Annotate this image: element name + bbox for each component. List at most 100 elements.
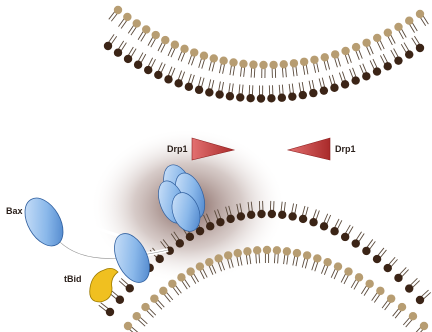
- lipid-headgroup: [373, 67, 381, 75]
- drp1-left-label: Drp1: [167, 144, 188, 154]
- lipid-headgroup: [387, 294, 395, 302]
- lipid-headgroup: [257, 210, 265, 218]
- lipid-headgroup: [330, 227, 338, 235]
- lipid-headgroup: [290, 59, 298, 67]
- lipid-headgroup: [321, 53, 329, 61]
- lipid-headgroup: [104, 42, 112, 50]
- lipid-headgroup: [224, 251, 232, 259]
- lipid-headgroup: [246, 94, 254, 102]
- lipid-headgroup: [164, 75, 172, 83]
- lipid-headgroup: [309, 89, 317, 97]
- lipid-headgroup: [144, 66, 152, 74]
- lipid-headgroup: [269, 61, 277, 69]
- lipid-headgroup: [365, 280, 373, 288]
- lipid-headgroup: [405, 50, 413, 58]
- lipid-headgroup: [226, 215, 234, 223]
- lipid-headgroup: [114, 6, 122, 14]
- lipid-headgroup: [237, 212, 245, 220]
- lipid-headgroup: [114, 49, 122, 57]
- lipid-headgroup: [416, 296, 424, 304]
- lipid-headgroup: [229, 58, 237, 66]
- lipid-headgroup: [320, 222, 328, 230]
- lipid-headgroup: [263, 246, 271, 254]
- lipid-headgroup: [124, 55, 132, 63]
- lipid-headgroup: [205, 88, 213, 96]
- lipid-headgroup: [384, 28, 392, 36]
- lipid-headgroup: [331, 50, 339, 58]
- lipid-headgroup: [123, 13, 131, 21]
- lipid-headgroup: [278, 94, 286, 102]
- lipid-headgroup: [341, 233, 349, 241]
- lipid-headgroup: [362, 247, 370, 255]
- lipid-headgroup: [341, 47, 349, 55]
- lipid-headgroup: [394, 23, 402, 31]
- lipid-headgroup: [309, 218, 317, 226]
- lipid-headgroup: [373, 34, 381, 42]
- lipid-headgroup: [205, 258, 213, 266]
- lipid-headgroup: [405, 284, 413, 292]
- lipid-headgroup: [186, 233, 194, 241]
- lipid-headgroup: [288, 212, 296, 220]
- lipid-headgroup: [134, 61, 142, 69]
- lipid-headgroup: [334, 262, 342, 270]
- lipid-headgroup: [210, 54, 218, 62]
- drp1-right-shape: [288, 138, 330, 160]
- lipid-headgroup: [416, 10, 424, 18]
- lipid-headgroup: [216, 218, 224, 226]
- lipid-headgroup: [243, 247, 251, 255]
- lipid-headgroup: [362, 72, 370, 80]
- lipid-headgroup: [196, 227, 204, 235]
- bax-label: Bax: [6, 206, 23, 216]
- lipid-headgroup: [394, 56, 402, 64]
- lipid-headgroup: [150, 294, 158, 302]
- lipid-headgroup: [185, 83, 193, 91]
- lipid-headgroup: [236, 93, 244, 101]
- lipid-headgroup: [133, 19, 141, 27]
- lipid-headgroup: [293, 249, 301, 257]
- lipid-headgroup: [267, 94, 275, 102]
- lipid-headgroup: [344, 267, 352, 275]
- lipid-headgroup: [177, 273, 185, 281]
- lipid-headgroup: [362, 39, 370, 47]
- lipid-headgroup: [257, 94, 265, 102]
- lipid-headgroup: [161, 36, 169, 44]
- lipid-headgroup: [190, 48, 198, 56]
- lipid-headgroup: [330, 84, 338, 92]
- lipid-headgroup: [168, 280, 176, 288]
- lipid-headgroup: [352, 239, 360, 247]
- lipid-headgroup: [126, 284, 134, 292]
- lipid-headgroup: [278, 211, 286, 219]
- lipid-headgroup: [376, 287, 384, 295]
- lipid-headgroup: [253, 246, 261, 254]
- lipid-headgroup: [219, 56, 227, 64]
- lipid-headgroup: [214, 254, 222, 262]
- lipid-headgroup: [171, 41, 179, 49]
- lipid-headgroup: [142, 25, 150, 33]
- lipid-headgroup: [176, 239, 184, 247]
- lipid-headgroup: [200, 52, 208, 60]
- lipid-headgroup: [259, 61, 267, 69]
- lipid-headgroup: [106, 308, 114, 316]
- lipid-headgroup: [409, 312, 417, 320]
- lipid-headgroup: [174, 79, 182, 87]
- lipid-headgroup: [195, 86, 203, 94]
- lipid-headgroup: [323, 258, 331, 266]
- lipid-headgroup: [405, 16, 413, 24]
- lipid-headgroup: [394, 274, 402, 282]
- tbid-label: tBid: [64, 274, 82, 284]
- lipid-headgroup: [299, 91, 307, 99]
- lipid-headgroup: [384, 62, 392, 70]
- lipid-headgroup: [124, 322, 132, 330]
- lipid-headgroup: [373, 255, 381, 263]
- lipid-headgroup: [300, 58, 308, 66]
- lipid-headgroup: [355, 273, 363, 281]
- lipid-headgroup: [215, 90, 223, 98]
- lipid-headgroup: [310, 56, 318, 64]
- lipid-headgroup: [154, 71, 162, 79]
- lipid-headgroup: [384, 264, 392, 272]
- lipid-headgroup: [320, 86, 328, 94]
- lipid-headgroup: [206, 222, 214, 230]
- lipid-headgroup: [280, 60, 288, 68]
- lipid-headgroup: [249, 60, 257, 68]
